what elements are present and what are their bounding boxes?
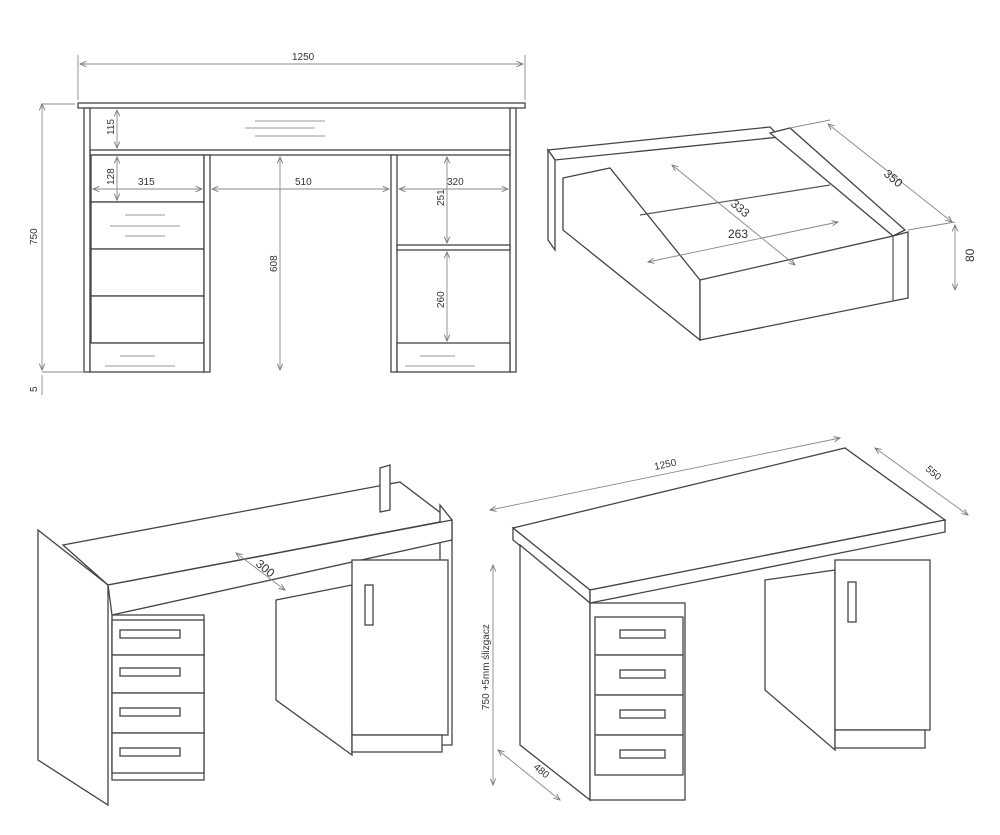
dim-lower-shelf: 260 (436, 291, 447, 308)
dim-width: 1250 (292, 52, 315, 63)
dim-knee-height: 608 (269, 255, 280, 272)
dim-drawer-depth: 350 (881, 167, 906, 191)
dim-iso-height: 750 +5mm ślizgacz (481, 624, 492, 710)
dim-cabinet-width: 320 (447, 177, 464, 188)
dim-iso-width: 1250 (653, 457, 677, 472)
dim-knee-width: 510 (295, 177, 312, 188)
open-desk-view: 300 (37, 464, 453, 807)
dim-height: 750 (29, 228, 40, 245)
dim-drawer-width: 315 (138, 177, 155, 188)
dim-drawer-height: 80 (963, 248, 977, 262)
dim-glide: 5 (29, 386, 40, 392)
dim-iso-depth: 550 (923, 464, 943, 483)
dim-upper-shelf: 251 (436, 189, 447, 206)
front-view: 1250 750 5 115 128 315 510 320 608 251 2… (29, 52, 526, 395)
dim-inner-width: 263 (728, 227, 748, 241)
iso-desk-view: 1250 550 750 +5mm ślizgacz 480 (481, 438, 968, 802)
drawer-view: 350 333 263 80 (546, 119, 977, 342)
dim-top-space: 115 (106, 119, 117, 135)
dim-drawer-height: 128 (106, 168, 117, 185)
